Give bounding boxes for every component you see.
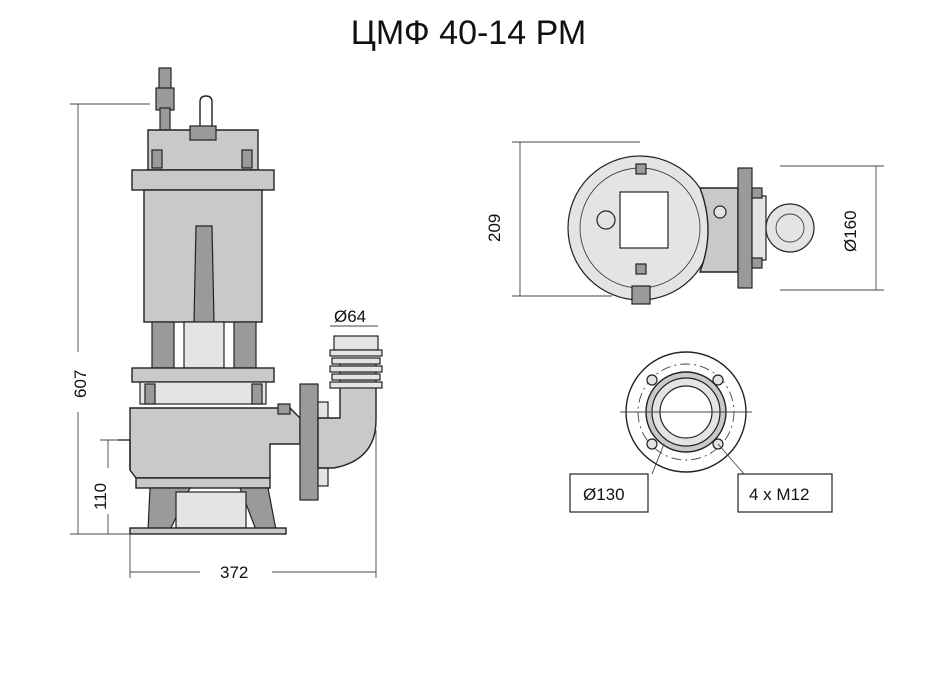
dim-total-height: 607 [71,370,90,398]
dim-bolt-circle-diameter: Ø130 [583,485,625,504]
pump-side-view [118,67,383,535]
side-view-dimensions [70,103,378,578]
page-title: ЦМФ 40-14 РМ [350,14,587,52]
dim-total-width: 372 [220,563,248,582]
dim-flange-outer-diameter: Ø160 [841,210,860,252]
dim-bolts: 4 x M12 [749,485,809,504]
dim-base-height: 110 [91,483,110,510]
pump-top-view [567,155,815,305]
bolt-circle-label-box [569,473,649,513]
flange-view [620,351,752,475]
dim-top-depth: 209 [485,214,504,242]
dim-outlet-diameter: Ø64 [334,307,366,326]
bolts-label-box [737,473,833,513]
top-view-dimensions [512,141,884,297]
